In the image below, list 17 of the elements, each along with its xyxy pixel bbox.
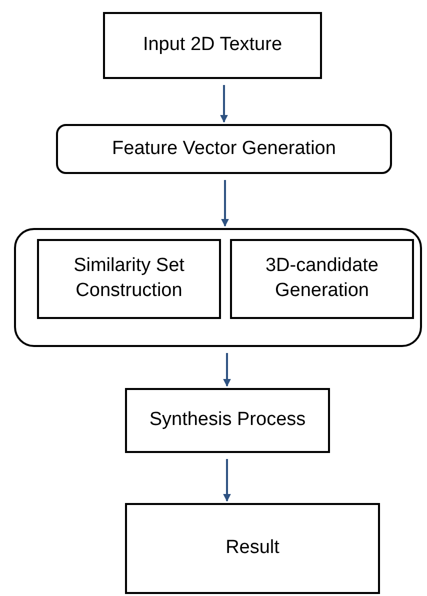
arrow (223, 459, 231, 502)
box-label: Feature Vector Generation (112, 136, 336, 161)
box-label: Similarity Set Construction (72, 254, 186, 303)
process-box (125, 388, 330, 453)
process-box (37, 239, 221, 319)
box-label: 3D-candidate Generation (264, 254, 380, 303)
box-label: Result (226, 536, 280, 560)
box-label: Input 2D Texture (142, 33, 282, 58)
process-box (56, 124, 392, 174)
box-label: Synthesis Process (149, 408, 306, 432)
arrow (223, 353, 231, 387)
arrow (221, 180, 229, 227)
arrow (220, 85, 228, 123)
process-box (103, 12, 322, 79)
group-box (14, 228, 422, 347)
process-box (230, 239, 414, 319)
process-box (125, 503, 380, 594)
